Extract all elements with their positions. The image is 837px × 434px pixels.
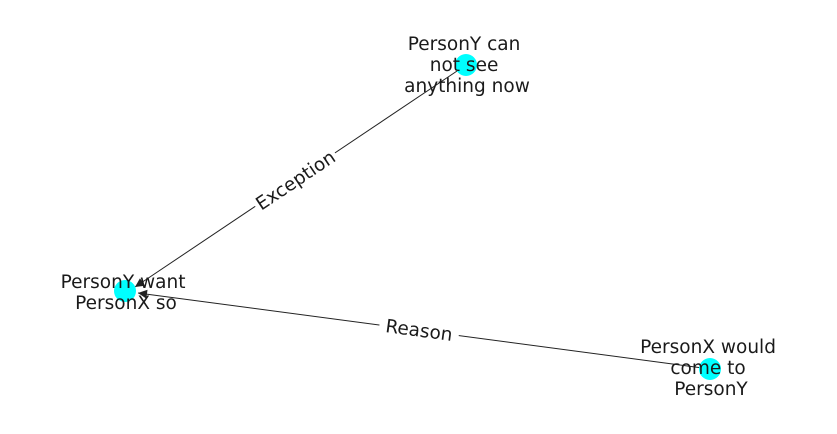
node-circle [455, 54, 477, 76]
edge-label-bg [248, 143, 344, 219]
node-label-line: anything now [404, 76, 530, 97]
node-circle [699, 358, 721, 380]
node-label-line: PersonX would [640, 337, 776, 358]
edge-label-exception: Exception [252, 147, 339, 215]
node-label-line: PersonY [674, 379, 748, 400]
node-label-line: PersonX so [75, 293, 177, 314]
node-label-line: PersonY can [408, 34, 521, 55]
edge-label-bg [377, 312, 461, 350]
edge-exception: Exception [134, 64, 467, 288]
edge-reason: Reason [137, 289, 711, 370]
node-label-line: come to [670, 358, 745, 379]
node-label-n2: PersonY want PersonX so [61, 272, 192, 314]
node-label-line: PersonY want [61, 272, 186, 293]
node-label-n3: PersonX would come to PersonY [640, 337, 782, 400]
node-label-n1: PersonY can not see anything now [404, 34, 530, 97]
edge-label-reason: Reason [384, 316, 454, 346]
node-label-line: not see [430, 55, 499, 76]
node-circle [114, 280, 136, 302]
